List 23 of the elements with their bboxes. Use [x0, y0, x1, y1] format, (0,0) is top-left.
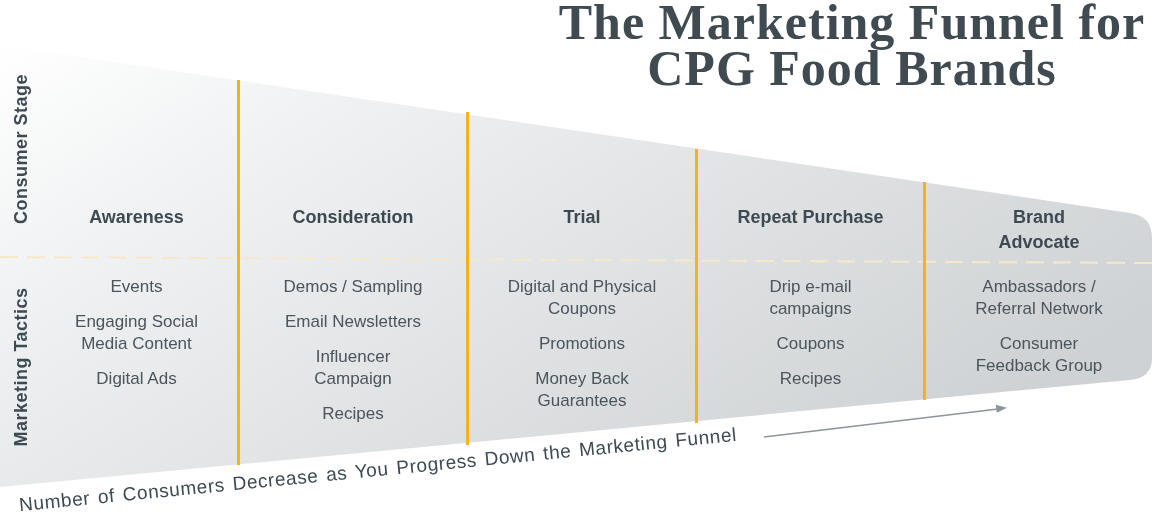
tactic-text: Engaging Social Media Content: [74, 311, 199, 355]
title: The Marketing Funnel for CPG Food Brands: [557, 0, 1147, 91]
tactic-text: Events: [110, 276, 163, 298]
tactic-text: Email Newsletters: [284, 311, 421, 333]
tactic-text: Money Back Guarantees: [534, 368, 630, 412]
row-heading: Marketing Tactics: [10, 287, 32, 447]
tactic-text: Digital and Physical Coupons: [506, 276, 658, 320]
stage-heading: Awareness: [89, 206, 184, 229]
row-heading: Consumer Stage: [10, 74, 32, 224]
tactic-text: Promotions: [539, 333, 625, 355]
tactic-text: Coupons: [776, 333, 845, 355]
stage-heading: Repeat Purchase: [737, 206, 884, 229]
tactic-text: Demos / Sampling: [283, 276, 423, 298]
stage-heading: Consideration: [292, 206, 414, 229]
stage-heading: Trial: [563, 206, 601, 229]
tactic-text: Drip e-mail campaigns: [768, 276, 853, 320]
tactic-text: Ambassadors / Referral Network: [974, 276, 1104, 320]
tactic-text: Recipes: [779, 368, 842, 390]
tactic-text: Recipes: [322, 403, 384, 425]
tactic-text: Influencer Campaign: [313, 346, 393, 390]
stage-heading: Brand Advocate: [997, 206, 1081, 254]
tactic-text: Digital Ads: [96, 368, 177, 390]
tactic-text: Consumer Feedback Group: [974, 333, 1104, 377]
